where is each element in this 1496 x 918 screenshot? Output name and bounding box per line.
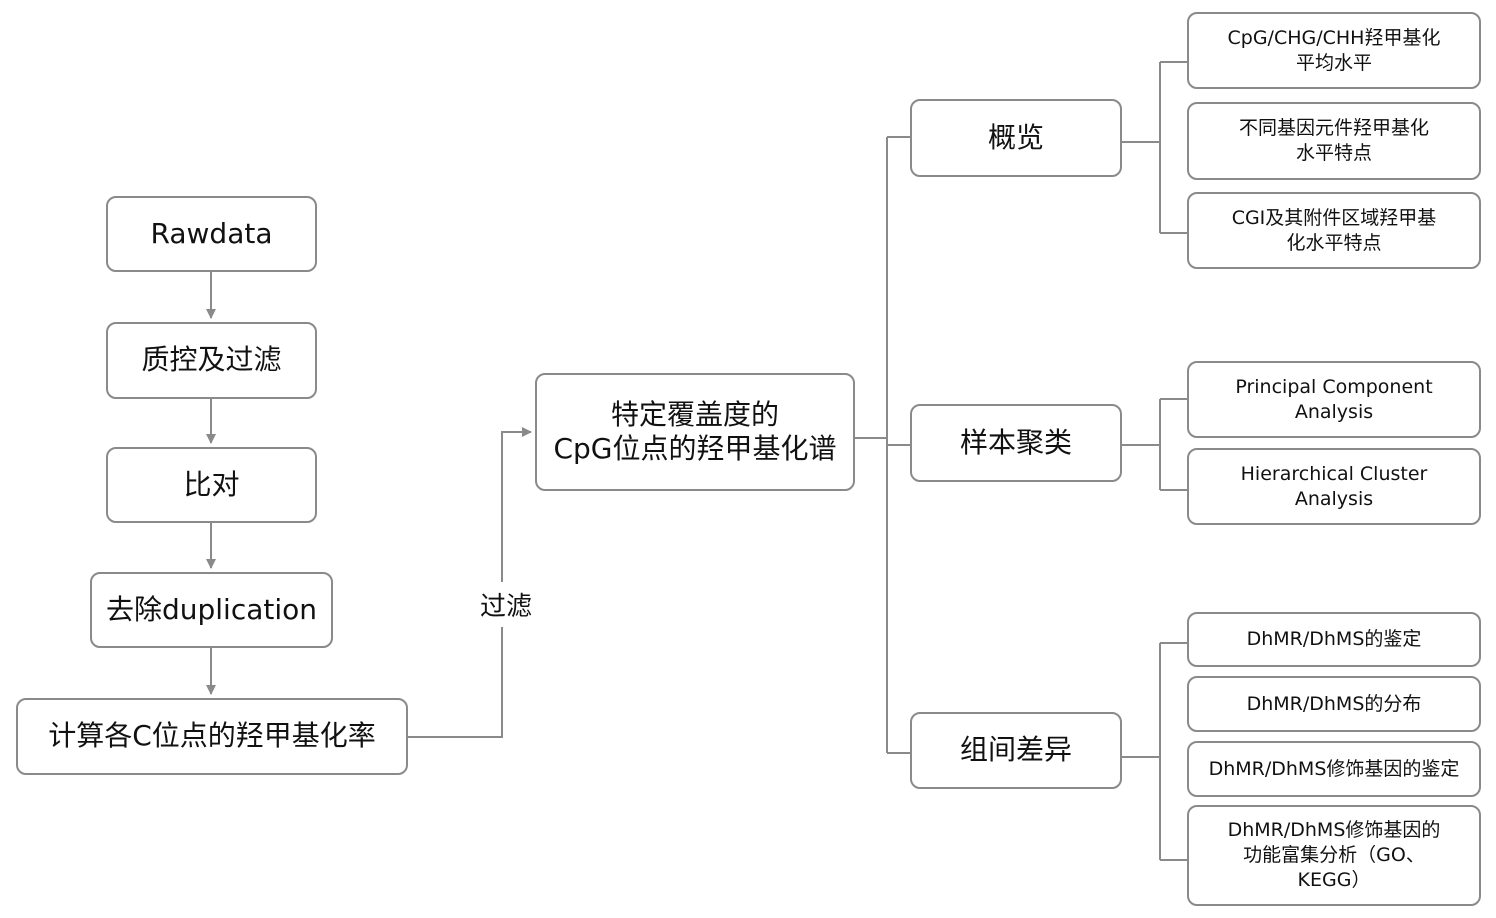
- category-clustering: 样本聚类: [910, 404, 1122, 482]
- diff-item-enrichment: DhMR/DhMS修饰基因的 功能富集分析（GO、 KEGG）: [1187, 805, 1481, 906]
- diff-item-distribution: DhMR/DhMS的分布: [1187, 676, 1481, 732]
- filter-label: 过滤: [478, 582, 535, 627]
- category-diff: 组间差异: [910, 712, 1122, 789]
- category-overview: 概览: [910, 99, 1122, 177]
- node-calc-rate: 计算各C位点的羟甲基化率: [16, 698, 408, 775]
- node-center-profile: 特定覆盖度的 CpG位点的羟甲基化谱: [535, 373, 855, 491]
- diff-item-gene-identification: DhMR/DhMS修饰基因的鉴定: [1187, 741, 1481, 797]
- overview-item-cgi: CGI及其附件区域羟甲基 化水平特点: [1187, 192, 1481, 269]
- clustering-item-pca: Principal Component Analysis: [1187, 361, 1481, 438]
- node-alignment: 比对: [106, 447, 317, 523]
- node-dedup: 去除duplication: [90, 572, 333, 648]
- overview-item-cpg-levels: CpG/CHG/CHH羟甲基化 平均水平: [1187, 12, 1481, 89]
- overview-item-gene-elements: 不同基因元件羟甲基化 水平特点: [1187, 102, 1481, 180]
- node-qc-filter: 质控及过滤: [106, 322, 317, 399]
- node-rawdata: Rawdata: [106, 196, 317, 272]
- clustering-item-hca: Hierarchical Cluster Analysis: [1187, 448, 1481, 525]
- diff-item-identification: DhMR/DhMS的鉴定: [1187, 612, 1481, 667]
